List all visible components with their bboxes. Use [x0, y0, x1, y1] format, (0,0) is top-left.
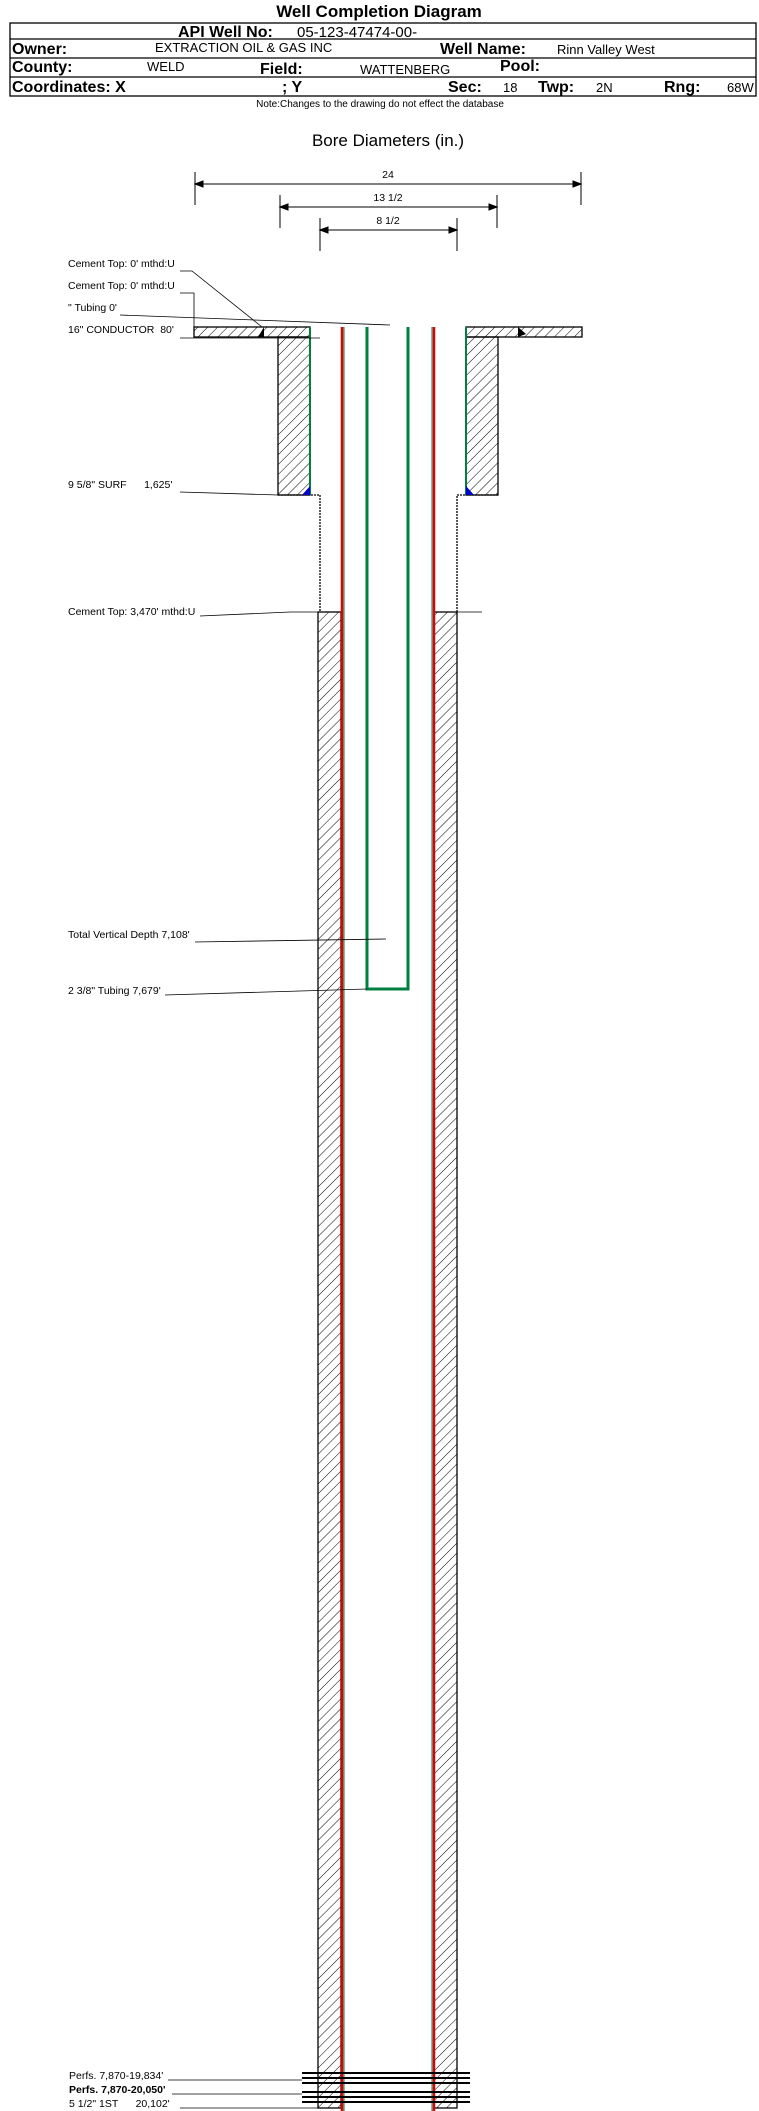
cement-top-label-1: Cement Top: 0' mthd:U [68, 258, 175, 270]
field-label: Field: [260, 61, 303, 78]
dimension-lines [193, 172, 583, 251]
production-cement [317, 611, 458, 2109]
sec-value: 18 [503, 80, 517, 95]
production-casing-label: 5 1/2" 1ST 20,102' [69, 2098, 170, 2110]
diameter-13-1-2: 13 1/2 [373, 192, 402, 204]
tubing [365, 327, 410, 991]
cement-top-marker-left [258, 327, 264, 337]
rng-value: 68W [727, 80, 754, 95]
note-text: Note:Changes to the drawing do not effec… [256, 99, 504, 110]
cement-blue-marker-right [466, 486, 474, 495]
county-value: WELD [147, 59, 185, 74]
tubing-0-label: " Tubing 0' [68, 302, 117, 314]
cement-top-label-2: Cement Top: 0' mthd:U [68, 280, 175, 292]
twp-value: 2N [596, 80, 613, 95]
owner-label: Owner: [12, 41, 67, 58]
conductor-casing [193, 326, 583, 338]
rng-label: Rng: [664, 79, 700, 96]
cement-top-label-3: Cement Top: 3,470' mthd:U [68, 606, 195, 618]
twp-label: Twp: [538, 79, 574, 96]
leader-lines [119, 270, 482, 2109]
tubing-label: 2 3/8" Tubing 7,679' [68, 985, 161, 997]
perforations [302, 2072, 470, 2103]
api-value: 05-123-47474-00- [297, 24, 417, 41]
county-label: County: [12, 59, 72, 76]
coord-x-label: Coordinates: X [12, 79, 126, 96]
tvd-label: Total Vertical Depth 7,108' [68, 929, 190, 941]
well-name-label: Well Name: [440, 41, 526, 58]
header-table [9, 22, 757, 97]
sec-label: Sec: [448, 79, 482, 96]
perfs-label-1: Perfs. 7,870-19,834' [69, 2070, 163, 2082]
well-name-value: Rinn Valley West [557, 42, 655, 57]
surface-casing [277, 327, 499, 612]
conductor-label: 16" CONDUCTOR 80' [68, 324, 174, 336]
cement-blue-marker-left [302, 486, 310, 495]
page-title: Well Completion Diagram [276, 2, 482, 21]
api-label: API Well No: [178, 24, 273, 41]
surface-casing-label: 9 5/8" SURF 1,625' [68, 479, 172, 491]
bore-diameters-title: Bore Diameters (in.) [312, 131, 464, 150]
pool-label: Pool: [500, 58, 540, 75]
diameter-24: 24 [382, 169, 394, 181]
production-casing [340, 327, 436, 2111]
coord-y-label: ; Y [282, 79, 302, 96]
perfs-label-2: Perfs. 7,870-20,050' [69, 2084, 165, 2096]
diameter-8-1-2: 8 1/2 [376, 215, 400, 227]
owner-value: EXTRACTION OIL & GAS INC [155, 40, 332, 55]
field-value: WATTENBERG [360, 62, 450, 77]
cement-top-marker-right [518, 327, 526, 337]
